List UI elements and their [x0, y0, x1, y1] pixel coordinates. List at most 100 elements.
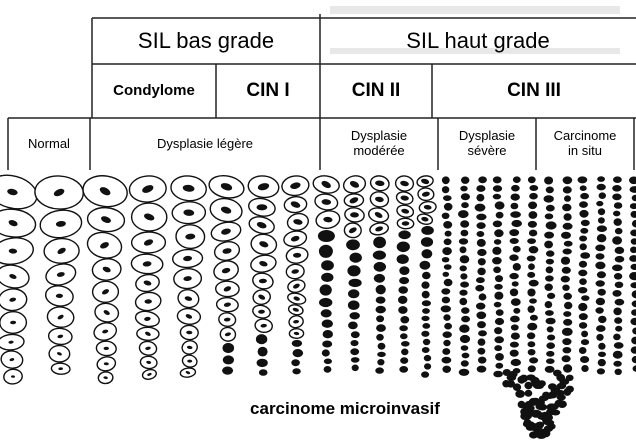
- cell: [578, 287, 587, 293]
- cell: [615, 256, 625, 263]
- cell: [376, 306, 386, 314]
- cell: [398, 296, 407, 304]
- cell: [442, 247, 452, 255]
- cell: [527, 272, 535, 278]
- cell: [578, 270, 587, 277]
- cell: [513, 263, 521, 271]
- cell: [630, 282, 636, 288]
- cell: [511, 220, 522, 227]
- cell: [493, 267, 501, 274]
- cell: [422, 308, 430, 314]
- cell: [421, 237, 433, 247]
- cell: [511, 203, 519, 210]
- cell: [562, 204, 571, 211]
- moderate-dysplasia-line1: Dysplasie: [351, 129, 407, 144]
- cell: [613, 351, 623, 359]
- cell: [597, 176, 605, 182]
- cell: [613, 176, 622, 183]
- cell: [493, 371, 503, 378]
- cell: [424, 363, 431, 369]
- cell: [581, 365, 588, 372]
- cell: [546, 221, 557, 229]
- cell: [511, 333, 520, 340]
- cell: [597, 234, 607, 242]
- cell: [547, 403, 557, 410]
- cell: [513, 246, 521, 253]
- cell: [377, 359, 384, 365]
- cell: [598, 352, 606, 357]
- cell: [629, 177, 636, 185]
- cell: [615, 228, 623, 234]
- cell: [398, 230, 410, 239]
- cell: [223, 355, 234, 364]
- cell: [536, 429, 545, 436]
- cell: [347, 265, 360, 276]
- cell: [530, 315, 538, 321]
- cell: [461, 177, 469, 184]
- cell: [257, 359, 268, 367]
- cell: [564, 241, 573, 247]
- cell: [373, 237, 386, 249]
- cell: [493, 176, 502, 183]
- cell: [527, 256, 536, 262]
- cell: [443, 195, 452, 201]
- cell: [478, 176, 487, 183]
- cell: [632, 300, 636, 307]
- cell: [478, 258, 486, 265]
- cell: [599, 192, 606, 199]
- cell: [546, 342, 555, 349]
- cell: [580, 193, 589, 199]
- cell: [546, 358, 555, 364]
- cell: [632, 327, 636, 334]
- cell: [422, 323, 430, 329]
- cell: [494, 336, 504, 343]
- cell: [563, 293, 572, 300]
- cell: [579, 201, 588, 208]
- cell: [595, 262, 605, 270]
- cell: [493, 185, 502, 192]
- cell: [528, 341, 536, 347]
- cell: [633, 365, 636, 371]
- cell: [631, 264, 636, 270]
- cell: [320, 284, 332, 295]
- cell: [613, 308, 621, 316]
- cell: [563, 311, 571, 317]
- cell: [475, 285, 484, 292]
- cell: [374, 274, 385, 283]
- cell: [476, 194, 484, 202]
- cell: [319, 298, 332, 307]
- cell: [477, 239, 486, 247]
- cin3-label: CIN III: [432, 64, 636, 118]
- cell: [494, 327, 502, 334]
- cell: [398, 306, 407, 314]
- cell: [420, 261, 431, 270]
- cell: [529, 357, 538, 363]
- cell: [460, 335, 470, 343]
- cell: [292, 340, 302, 347]
- cell: [533, 381, 543, 389]
- cell: [444, 239, 452, 246]
- cell: [513, 308, 520, 314]
- cell: [614, 202, 622, 209]
- cell: [459, 290, 467, 296]
- cell: [494, 239, 501, 245]
- cell: [422, 249, 433, 258]
- cell: [509, 273, 518, 279]
- cell: [421, 316, 429, 321]
- cell: [494, 229, 503, 237]
- cell: [598, 316, 606, 323]
- cell: [545, 366, 555, 373]
- cell: [528, 263, 535, 270]
- cell: [442, 297, 450, 304]
- severe-dysplasia-label: Dysplasie sévère: [438, 118, 536, 170]
- cell: [324, 366, 332, 373]
- cell: [460, 273, 467, 279]
- cell: [546, 351, 554, 357]
- cell: [579, 236, 587, 242]
- cell: [529, 185, 538, 191]
- cell: [511, 185, 520, 192]
- cell: [351, 357, 360, 363]
- cell: [376, 324, 386, 332]
- sil-low-grade-label: SIL bas grade: [92, 18, 320, 64]
- cell: [503, 369, 511, 376]
